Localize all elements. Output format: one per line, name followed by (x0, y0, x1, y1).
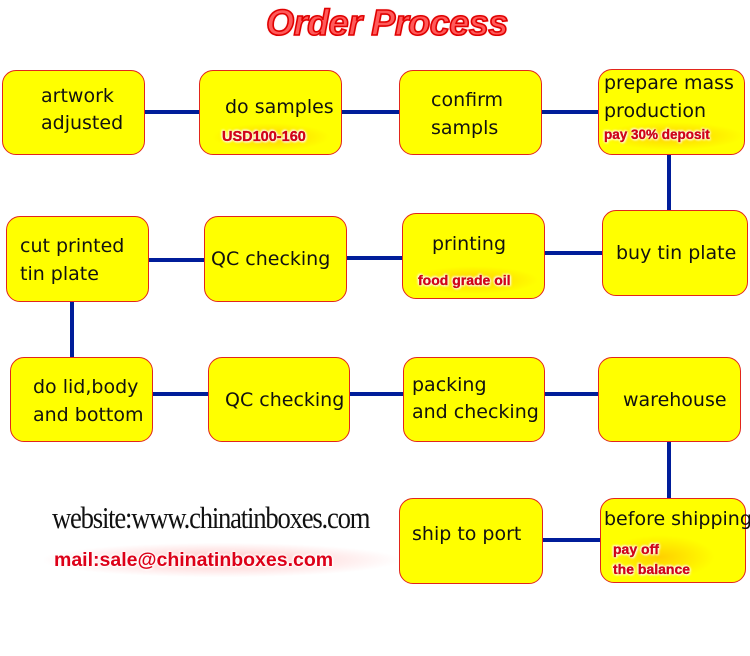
connector-11-12 (545, 392, 599, 396)
connector-9-10 (153, 392, 209, 396)
step-label-line1: do lid,body (33, 376, 139, 398)
step-cut-printed-tin-plate: cut printed tin plate (6, 216, 149, 302)
step-prepare-mass-production: prepare mass production pay 30% deposit (598, 69, 745, 155)
step-note-food-grade: food grade oil (418, 272, 511, 288)
step-packing-and-checking: packing and checking (403, 357, 545, 442)
step-warehouse: warehouse (598, 357, 741, 442)
step-note-deposit: pay 30% deposit (604, 127, 710, 142)
step-label: QC checking (225, 389, 345, 411)
step-label-line2: tin plate (20, 263, 99, 285)
step-do-samples: do samples USD100-160 (199, 70, 342, 155)
connector-5-6 (545, 251, 603, 255)
step-qc-checking-2: QC checking (208, 357, 350, 442)
step-note-balance: the balance (613, 561, 691, 577)
connector-1-2 (145, 110, 201, 114)
connector-10-11 (350, 392, 404, 396)
connector-6-7 (347, 256, 403, 260)
step-qc-checking-1: QC checking (204, 216, 347, 302)
step-note-pay-off: pay off (613, 541, 659, 557)
step-artwork-adjusted: artwork adjusted (2, 70, 145, 155)
step-label-line1: artwork (41, 85, 114, 107)
step-label-line1: cut printed (20, 235, 125, 257)
step-label-line2: adjusted (41, 112, 124, 134)
step-printing: printing food grade oil (402, 213, 545, 299)
step-label-line1: packing (412, 374, 487, 396)
connector-12-13 (667, 441, 671, 499)
note-glow (605, 535, 715, 579)
step-label: warehouse (623, 389, 727, 411)
step-label-line2: production (604, 100, 707, 122)
connector-13-14 (543, 538, 601, 542)
step-note-price: USD100-160 (222, 129, 306, 145)
mail-text: mail:sale@chinatinboxes.com (54, 549, 334, 571)
step-confirm-sampls: confirm sampls (399, 70, 542, 155)
page-title: Order Process (265, 1, 509, 44)
step-label-line2: and checking (412, 401, 539, 423)
note-glow (599, 122, 744, 150)
step-label: ship to port (412, 523, 522, 545)
step-label: do samples (225, 96, 334, 118)
step-ship-to-port: ship to port (399, 498, 543, 584)
connector-7-8 (149, 258, 205, 262)
connector-8-9 (70, 301, 74, 358)
mail-glow (44, 543, 398, 577)
step-buy-tin-plate: buy tin plate (602, 210, 748, 296)
step-label-line2: sampls (431, 117, 499, 139)
step-label-line2: and bottom (33, 404, 144, 426)
step-label: buy tin plate (616, 242, 737, 264)
step-label: QC checking (211, 248, 331, 270)
step-label-line1: confirm (431, 89, 504, 111)
note-glow (409, 266, 539, 294)
website-text: website:www.chinatinboxes.com (52, 500, 370, 535)
step-label: printing (432, 233, 507, 255)
connector-2-3 (342, 110, 400, 114)
connector-3-4 (542, 110, 600, 114)
step-before-shipping: before shipping pay off the balance (600, 498, 750, 583)
step-do-lid-body-bottom: do lid,body and bottom (10, 357, 153, 442)
step-label: before shipping (604, 508, 750, 530)
step-label-line1: prepare mass (604, 72, 734, 94)
connector-4-5 (667, 154, 671, 212)
note-glow (212, 123, 330, 151)
